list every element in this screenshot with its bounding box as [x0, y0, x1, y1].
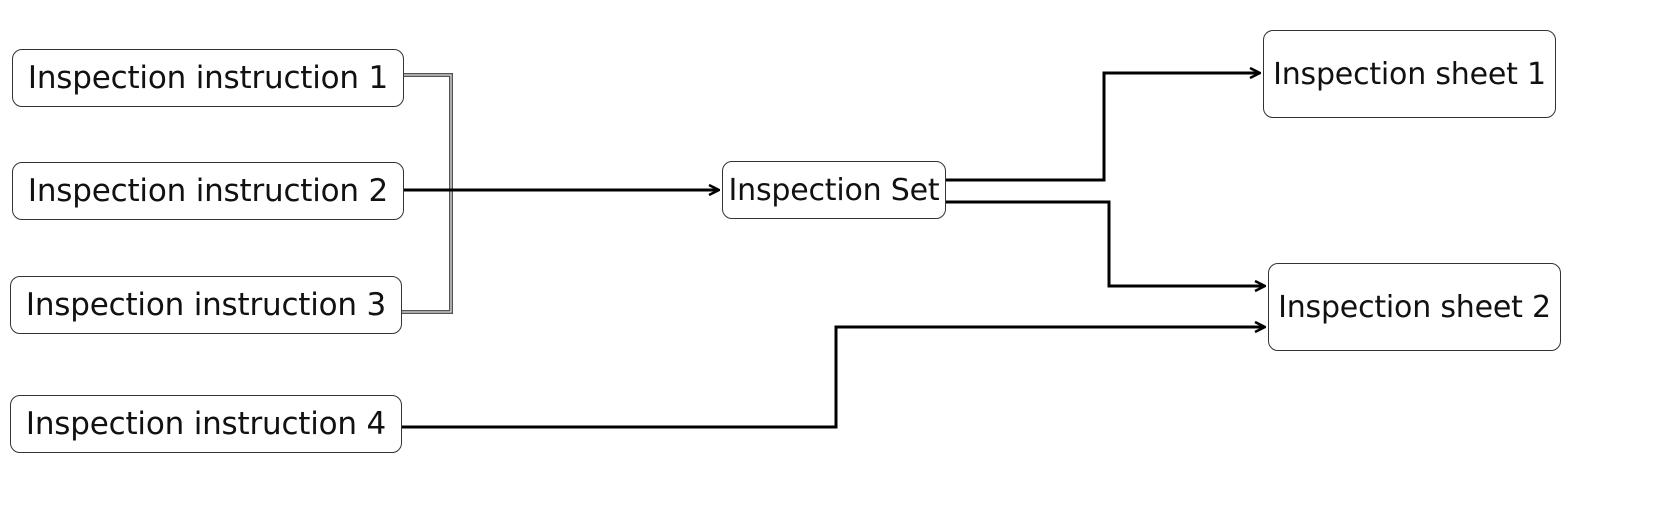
node-inspection-instruction-4: Inspection instruction 4 [10, 395, 402, 453]
node-label: Inspection instruction 3 [25, 287, 387, 323]
node-inspection-instruction-3: Inspection instruction 3 [10, 276, 402, 334]
node-label: Inspection sheet 1 [1273, 56, 1546, 92]
edge-set-to-sheet-1 [946, 73, 1259, 182]
node-label: Inspection instruction 4 [25, 406, 387, 442]
node-label: Inspection instruction 1 [27, 60, 389, 96]
node-label: Inspection Set [728, 172, 940, 208]
node-label: Inspection sheet 2 [1278, 289, 1551, 325]
node-inspection-sheet-2: Inspection sheet 2 [1268, 263, 1561, 351]
edge-instruction-4-to-sheet-2 [402, 327, 1264, 429]
node-inspection-instruction-2: Inspection instruction 2 [12, 162, 404, 220]
edge-set-to-sheet-2 [946, 200, 1264, 286]
grouping-bracket [402, 73, 453, 314]
node-label: Inspection instruction 2 [27, 173, 389, 209]
node-inspection-set: Inspection Set [722, 161, 946, 219]
node-inspection-sheet-1: Inspection sheet 1 [1263, 30, 1556, 118]
node-inspection-instruction-1: Inspection instruction 1 [12, 49, 404, 107]
